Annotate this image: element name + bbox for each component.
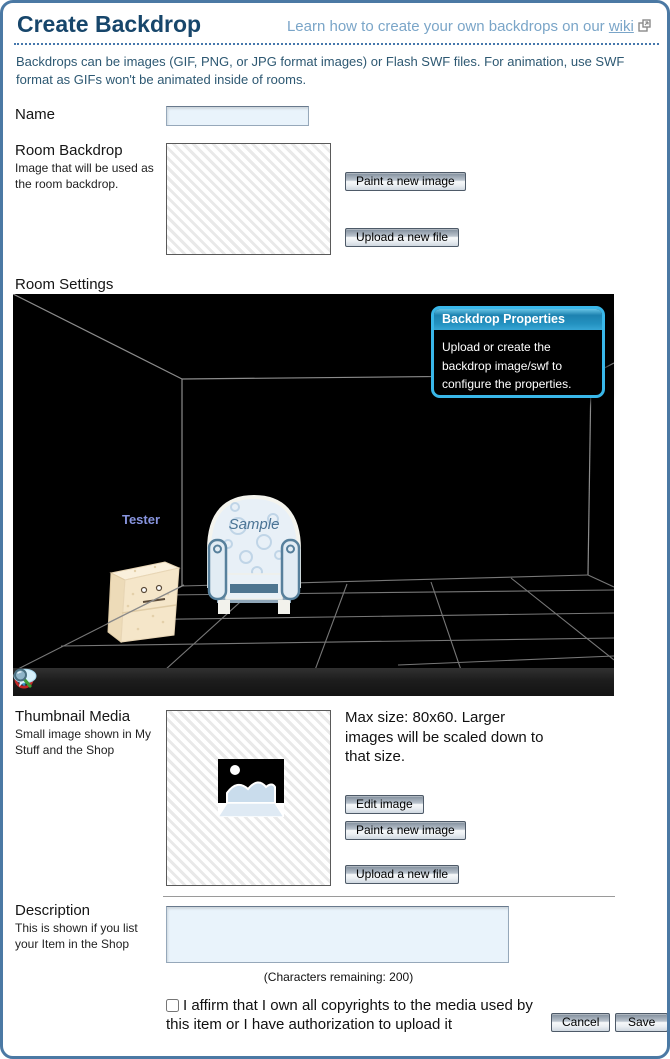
page-title: Create Backdrop (17, 11, 202, 37)
backdrop-properties-panel: Backdrop Properties Upload or create the… (431, 306, 605, 398)
room-wireframe (13, 294, 614, 668)
thumbnail-preview-box (166, 710, 331, 886)
cancel-button[interactable]: Cancel (551, 1013, 611, 1032)
header-divider (14, 43, 659, 45)
upload-thumbnail-button[interactable]: Upload a new file (345, 865, 460, 884)
section-divider (163, 896, 615, 897)
zoom-icon[interactable] (13, 668, 33, 689)
wiki-help-text: Learn how to create your own backdrops o… (286, 18, 609, 35)
thumbnail-label: Thumbnail Media (15, 708, 131, 725)
backdrop-properties-title: Backdrop Properties (434, 309, 602, 330)
avatar-name-label: Tester (121, 512, 161, 527)
save-button[interactable]: Save (615, 1013, 667, 1032)
sample-chair-graphic (207, 494, 301, 614)
edit-image-button[interactable]: Edit image (345, 795, 424, 814)
thumbnail-placeholder-icon (218, 759, 284, 817)
name-label: Name (15, 106, 56, 123)
chars-remaining: (Characters remaining: 200) (263, 970, 414, 984)
paint-thumbnail-button[interactable]: Paint a new image (345, 821, 466, 840)
backdrop-preview-box (166, 143, 331, 255)
intro-text: Backdrops can be images (GIF, PNG, or JP… (16, 54, 625, 87)
room-backdrop-description: Image that will be used as the room back… (15, 161, 154, 191)
thumbnail-note: Max size: 80x60. Larger images will be s… (345, 709, 544, 765)
copyright-affirmation-row: I affirm that I own all copyrights to th… (166, 997, 558, 1035)
backdrop-properties-body: Upload or create the backdrop image/swf … (442, 340, 572, 392)
thumbnail-description: Small image shown in My Stuff and the Sh… (15, 727, 152, 757)
room-backdrop-label: Room Backdrop (15, 142, 123, 159)
wiki-help-line: Learn how to create your own backdrops o… (287, 18, 651, 35)
description-textarea[interactable] (166, 906, 509, 963)
cheese-avatar-graphic (107, 561, 185, 643)
name-input[interactable] (166, 106, 309, 126)
wiki-link[interactable]: wiki (608, 18, 634, 35)
room-settings-label: Room Settings (15, 276, 114, 293)
chair-sample-label: Sample (228, 516, 280, 533)
upload-backdrop-button[interactable]: Upload a new file (345, 228, 460, 247)
room-preview-canvas[interactable]: Tester Sample Backdrop Properties Upload… (13, 294, 614, 696)
paint-backdrop-button[interactable]: Paint a new image (345, 172, 466, 191)
description-help: This is shown if you list your Item in t… (15, 921, 138, 951)
copyright-affirmation-text: I affirm that I own all copyrights to th… (166, 997, 533, 1033)
copyright-checkbox[interactable] (166, 999, 179, 1012)
room-toolbar (13, 668, 614, 696)
external-link-icon (638, 19, 651, 32)
description-label: Description (15, 902, 91, 919)
